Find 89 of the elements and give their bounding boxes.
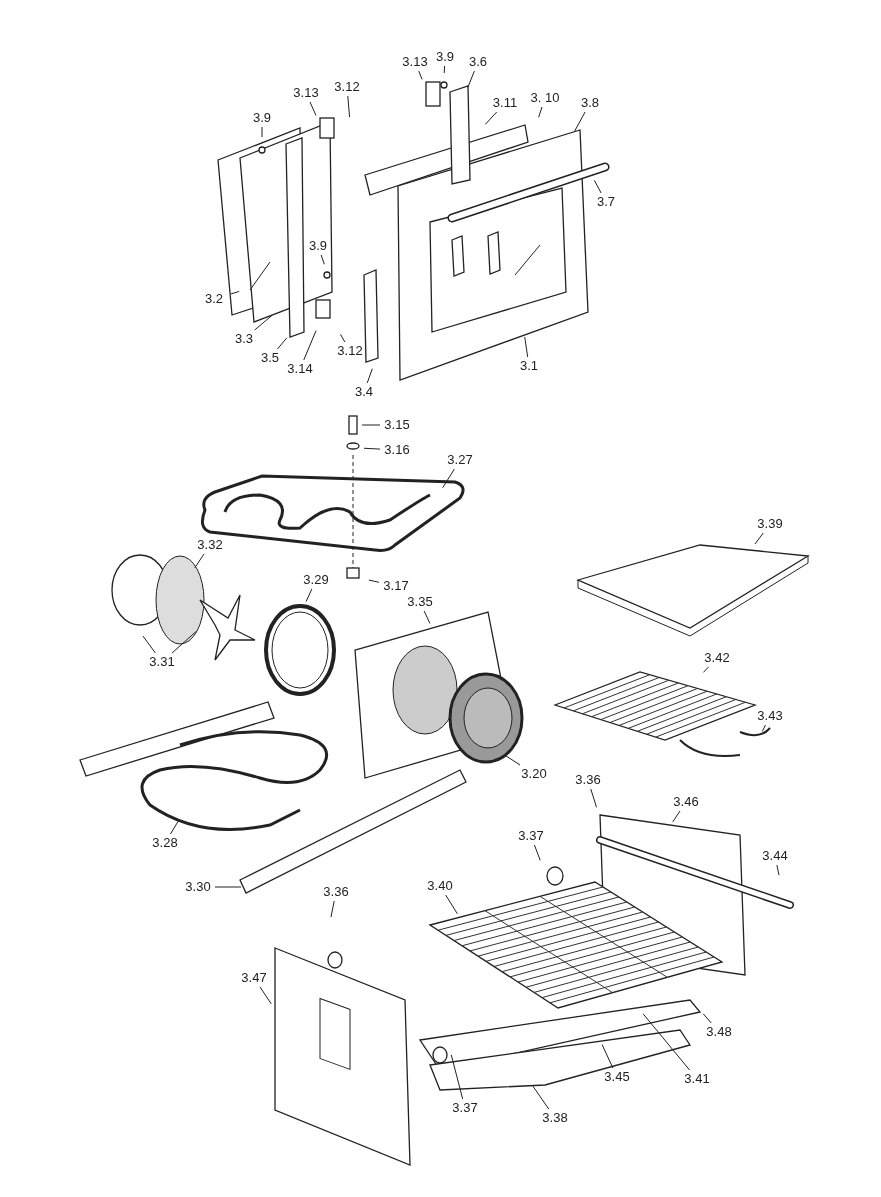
leader-line bbox=[214, 886, 242, 888]
leader-line bbox=[601, 1044, 614, 1069]
leader-line bbox=[347, 95, 351, 118]
leader-line bbox=[442, 468, 455, 489]
leader-line bbox=[503, 754, 521, 766]
leader-line bbox=[305, 588, 313, 602]
leader-line bbox=[776, 864, 780, 876]
leader-line bbox=[368, 579, 380, 583]
callout-number: 3.27 bbox=[447, 452, 473, 468]
callout-number: 3.36 bbox=[575, 772, 601, 788]
leader-line bbox=[194, 553, 205, 569]
callout-number: 3.40 bbox=[427, 878, 453, 894]
leader-line bbox=[277, 337, 288, 350]
leader-line bbox=[590, 788, 597, 808]
callout-number: 3.2 bbox=[204, 291, 224, 307]
callout-number: 3.8 bbox=[580, 95, 600, 111]
callout-number: 3.13 bbox=[293, 85, 319, 101]
callout-number: 3.36 bbox=[323, 884, 349, 900]
callout-number: 3.20 bbox=[521, 766, 547, 782]
leader-line bbox=[642, 1013, 691, 1071]
callout-number: 3.31 bbox=[149, 654, 175, 670]
callout-number: 3.15 bbox=[384, 417, 410, 433]
callout-number: 3.4 bbox=[354, 384, 374, 400]
callout-number: 3.1 bbox=[519, 358, 539, 374]
callout-number: 3.43 bbox=[757, 708, 783, 724]
leader-line bbox=[573, 111, 586, 133]
callout-number: 3.28 bbox=[152, 835, 178, 851]
leader-line bbox=[309, 101, 317, 116]
callout-number: 3.42 bbox=[704, 650, 730, 666]
callout-number: 3.9 bbox=[252, 110, 272, 126]
leader-line bbox=[418, 70, 423, 80]
callout-number: 3.12 bbox=[337, 343, 363, 359]
leader-line bbox=[303, 330, 317, 361]
leader-line bbox=[533, 844, 541, 861]
leader-line bbox=[330, 900, 335, 918]
callout-number: 3.6 bbox=[468, 54, 488, 70]
callout-number: 3.32 bbox=[197, 537, 223, 553]
leader-line bbox=[443, 65, 446, 74]
callout-number: 3.5 bbox=[260, 350, 280, 366]
callout-number: 3.37 bbox=[452, 1100, 478, 1116]
leader-line bbox=[366, 368, 373, 384]
callout-number: 3.16 bbox=[384, 442, 410, 458]
leader-line bbox=[672, 810, 681, 823]
leader-line bbox=[450, 1054, 464, 1100]
callout-number: 3.13 bbox=[402, 54, 428, 70]
callout-number: 3.9 bbox=[308, 238, 328, 254]
leader-line bbox=[261, 126, 263, 138]
leader-line bbox=[702, 666, 709, 673]
leader-line bbox=[363, 447, 381, 450]
leader-line bbox=[538, 106, 543, 118]
callout-number: 3.7 bbox=[596, 194, 616, 210]
leader-line bbox=[467, 70, 475, 88]
leader-line bbox=[484, 111, 498, 125]
callout-number: 3.45 bbox=[604, 1069, 630, 1085]
leader-line bbox=[169, 818, 180, 835]
leader-line bbox=[754, 532, 764, 545]
callout-number: 3.38 bbox=[542, 1110, 568, 1126]
callout-number: 3.39 bbox=[757, 516, 783, 532]
leader-line bbox=[361, 424, 381, 426]
callout-number: 3.48 bbox=[706, 1024, 732, 1040]
leader-line bbox=[445, 894, 458, 915]
callout-number: 3.30 bbox=[185, 879, 211, 895]
leader-line bbox=[171, 630, 197, 654]
callout-number: 3.44 bbox=[762, 848, 788, 864]
callout-number: 3. 10 bbox=[530, 90, 560, 106]
callout-number: 3.3 bbox=[234, 331, 254, 347]
leader-line bbox=[340, 333, 346, 343]
leader-line bbox=[254, 314, 273, 331]
leader-line bbox=[702, 1013, 712, 1024]
leader-line bbox=[593, 179, 602, 194]
callout-number: 3.29 bbox=[303, 572, 329, 588]
callout-number: 3.11 bbox=[492, 95, 518, 111]
leader-line bbox=[230, 290, 240, 295]
callout-number: 3.14 bbox=[287, 361, 313, 377]
callout-number: 3.17 bbox=[383, 578, 409, 594]
callout-number: 3.35 bbox=[407, 594, 433, 610]
callout-number: 3.47 bbox=[241, 970, 267, 986]
callout-number: 3.41 bbox=[684, 1071, 710, 1087]
callout-number: 3.9 bbox=[435, 49, 455, 65]
leader-line bbox=[320, 254, 325, 265]
leader-line bbox=[259, 986, 272, 1005]
callout-number: 3.46 bbox=[673, 794, 699, 810]
callout-number: 3.37 bbox=[518, 828, 544, 844]
leader-line bbox=[532, 1085, 550, 1110]
leader-line bbox=[142, 635, 156, 654]
leader-line bbox=[423, 610, 431, 624]
leader-line bbox=[761, 724, 766, 733]
leader-line bbox=[524, 336, 529, 358]
callout-number: 3.12 bbox=[334, 79, 360, 95]
